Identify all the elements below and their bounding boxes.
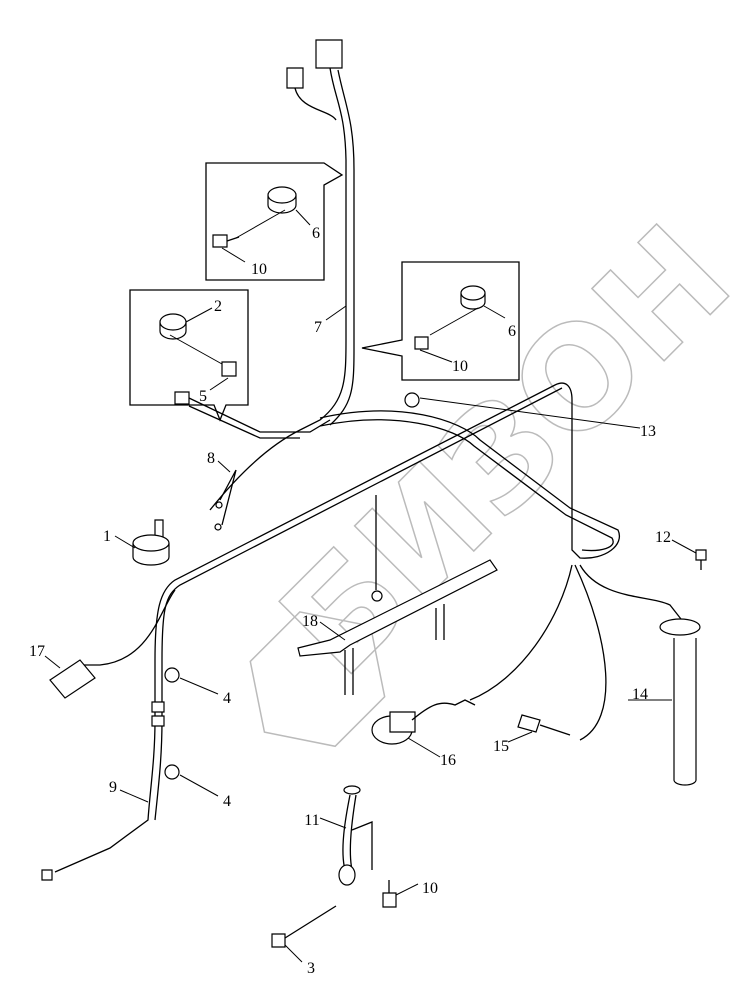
callout-4b: 4: [223, 793, 231, 810]
callout-6a: 6: [312, 225, 320, 242]
callout-5: 5: [199, 388, 207, 405]
callout-8: 8: [207, 450, 215, 467]
callout-16: 16: [440, 752, 456, 769]
callout-18: 18: [302, 613, 318, 630]
watermark-logo: БИЗОН: [249, 195, 744, 748]
callout-12: 12: [655, 529, 671, 546]
parts: [49, 392, 707, 948]
callout-1: 1: [103, 528, 111, 545]
callout-6b: 6: [508, 323, 516, 340]
callout-13: 13: [640, 423, 656, 440]
callout-2: 2: [214, 298, 222, 315]
inset-box-right: [361, 261, 520, 381]
wiring-harness: [41, 39, 689, 881]
callout-15: 15: [493, 738, 509, 755]
inset-box-left: [129, 289, 249, 422]
leader-lines: [44, 305, 697, 963]
callout-7: 7: [314, 319, 322, 336]
callout-10b: 10: [452, 358, 468, 375]
callout-14: 14: [632, 686, 648, 703]
callout-9: 9: [109, 779, 117, 796]
callout-3: 3: [307, 960, 315, 977]
callout-17: 17: [29, 643, 45, 660]
callout-4a: 4: [223, 690, 231, 707]
callout-11: 11: [304, 812, 319, 829]
callout-10a: 10: [251, 261, 267, 278]
inset-box-top: [205, 162, 344, 281]
callout-10c: 10: [422, 880, 438, 897]
